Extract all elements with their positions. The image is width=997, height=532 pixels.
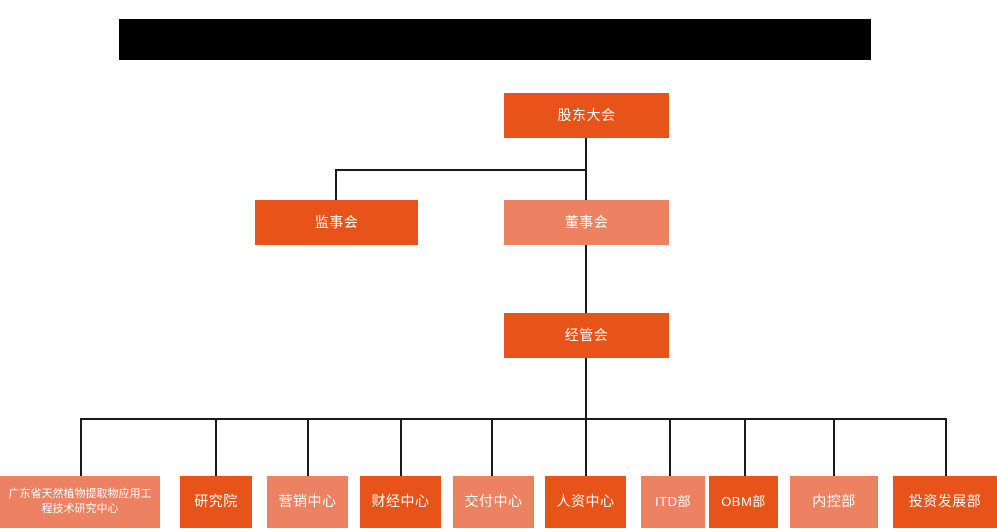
connector-level1-bus bbox=[335, 169, 587, 171]
node-gd-center[interactable]: 广东省天然植物提取物应用工程技术研究中心 bbox=[0, 476, 160, 528]
connector-shareholders-down bbox=[585, 138, 587, 170]
connector-to-marketing-center bbox=[307, 418, 309, 476]
title-banner bbox=[119, 19, 871, 60]
connector-to-delivery-center bbox=[491, 418, 493, 476]
connector-to-internal-control-dept bbox=[833, 418, 835, 476]
node-itd-dept[interactable]: ITD部 bbox=[641, 476, 705, 528]
node-supervisors[interactable]: 监事会 bbox=[255, 200, 418, 245]
connector-to-hr-center bbox=[585, 418, 587, 476]
node-research-institute[interactable]: 研究院 bbox=[180, 476, 252, 528]
connector-to-investment-development-dept bbox=[945, 418, 947, 476]
node-investment-development-dept[interactable]: 投资发展部 bbox=[893, 476, 997, 528]
node-shareholders[interactable]: 股东大会 bbox=[504, 93, 669, 138]
connector-management-down bbox=[585, 358, 587, 420]
node-delivery-center[interactable]: 交付中心 bbox=[453, 476, 534, 528]
connector-to-obm-dept bbox=[744, 418, 746, 476]
node-management[interactable]: 经管会 bbox=[504, 313, 669, 358]
connector-to-research-institute bbox=[215, 418, 217, 476]
node-hr-center[interactable]: 人资中心 bbox=[545, 476, 626, 528]
node-finance-center[interactable]: 财经中心 bbox=[360, 476, 441, 528]
node-directors[interactable]: 董事会 bbox=[504, 200, 669, 245]
connector-to-directors bbox=[585, 169, 587, 200]
node-obm-dept[interactable]: OBM部 bbox=[709, 476, 778, 528]
connector-to-supervisors bbox=[335, 169, 337, 200]
connector-to-itd-dept bbox=[669, 418, 671, 476]
connector-to-gd-center bbox=[80, 418, 82, 476]
connector-departments-bus bbox=[80, 418, 946, 420]
node-internal-control-dept[interactable]: 内控部 bbox=[790, 476, 878, 528]
connector-directors-to-management bbox=[585, 245, 587, 313]
node-marketing-center[interactable]: 营销中心 bbox=[267, 476, 348, 528]
connector-to-finance-center bbox=[400, 418, 402, 476]
